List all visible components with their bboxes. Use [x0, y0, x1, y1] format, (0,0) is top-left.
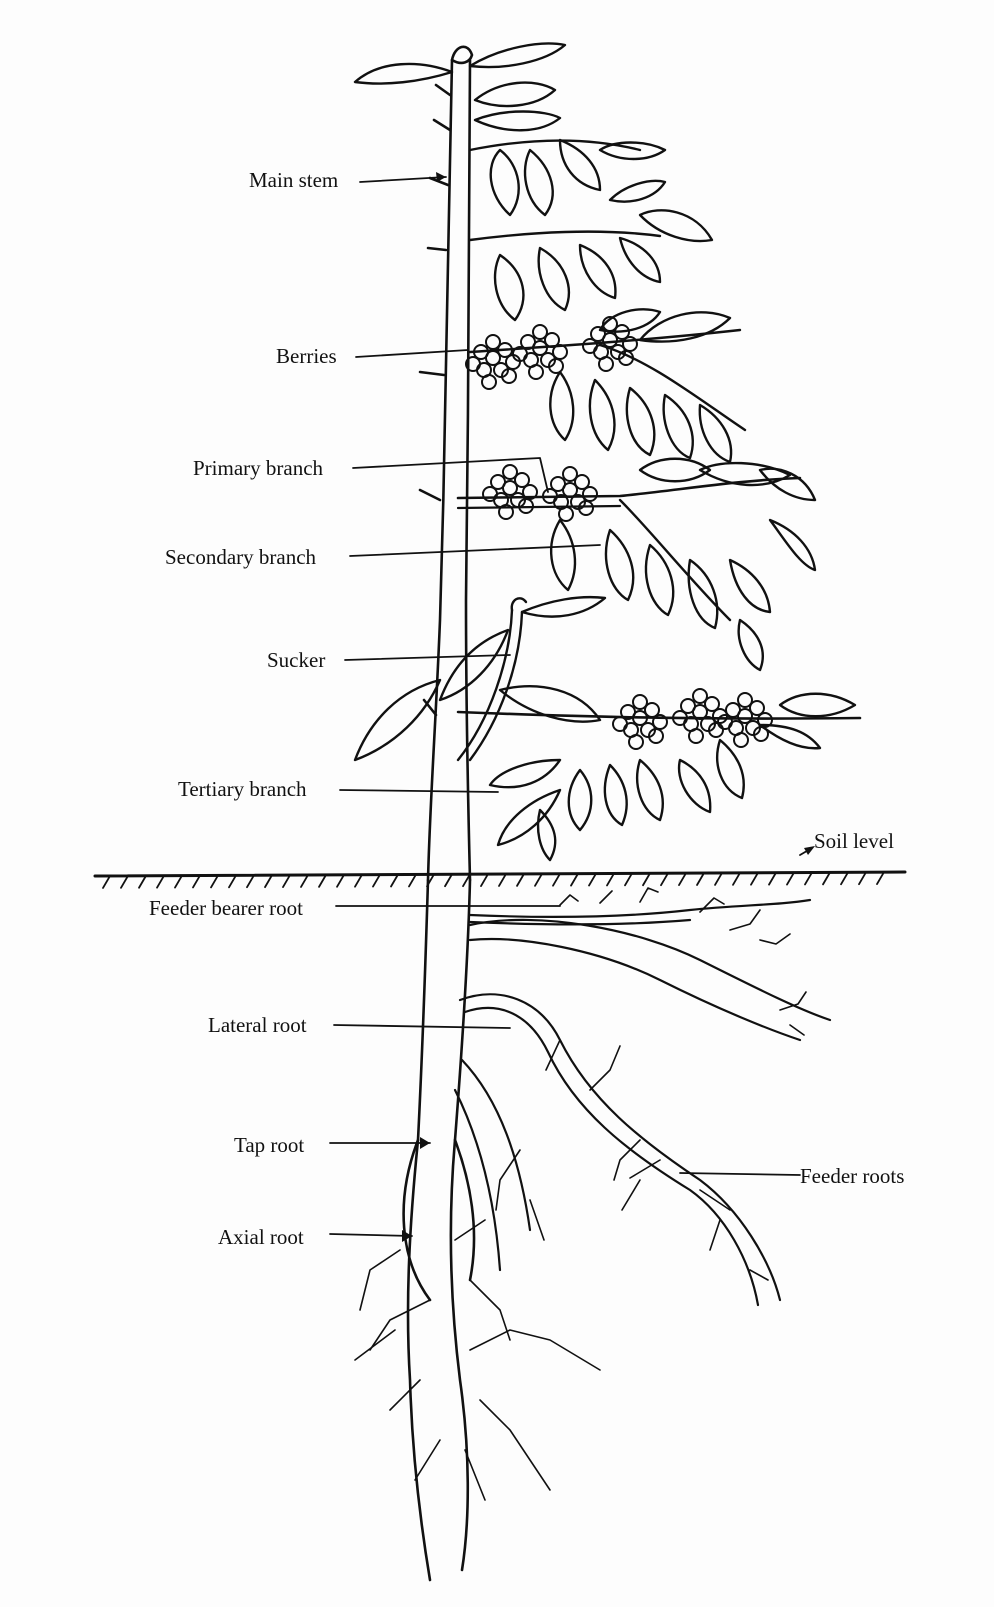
fine-root	[560, 888, 658, 905]
soil-hatch-mark	[553, 874, 560, 886]
top-foliage	[355, 44, 712, 320]
label-sucker: Sucker	[267, 650, 325, 671]
soil-hatch-mark	[877, 872, 884, 884]
berry	[633, 695, 647, 709]
berry	[553, 345, 567, 359]
soil-hatch-mark	[391, 875, 398, 887]
soil-hatch-mark	[193, 875, 200, 887]
berry	[693, 689, 707, 703]
berry	[482, 375, 496, 389]
fine-root	[496, 1150, 544, 1240]
soil-hatch-mark	[247, 875, 254, 887]
soil-hatch-mark	[499, 874, 506, 886]
berry-cluster	[613, 695, 667, 749]
soil-hatch-mark	[535, 874, 542, 886]
fine-root	[465, 1330, 600, 1500]
soil-hatch-mark	[643, 873, 650, 885]
berry	[503, 465, 517, 479]
label-soil-level: Soil level	[814, 831, 894, 852]
soil-hatch-mark	[283, 875, 290, 887]
lateral-roots	[455, 920, 830, 1305]
fine-root	[780, 992, 806, 1035]
soil-hatch-mark	[337, 875, 344, 887]
soil-hatch-mark	[715, 873, 722, 885]
fine-root	[546, 1040, 640, 1180]
soil-hatch-mark	[211, 875, 218, 887]
soil-hatch-mark	[355, 875, 362, 887]
upper-fruiting-branch	[470, 309, 745, 462]
soil-hatch-mark	[571, 874, 578, 886]
berry	[629, 735, 643, 749]
soil-hatch-mark	[859, 872, 866, 884]
berry	[738, 693, 752, 707]
label-tertiary-branch: Tertiary branch	[178, 779, 307, 800]
berry	[583, 487, 597, 501]
soil-line	[95, 872, 905, 888]
label-tap-root: Tap root	[234, 1135, 304, 1156]
fine-root	[370, 1300, 440, 1480]
label-primary-branch: Primary branch	[193, 458, 323, 479]
berry-cluster	[513, 325, 567, 379]
berry	[583, 339, 597, 353]
berry	[734, 733, 748, 747]
label-lateral-root: Lateral root	[208, 1015, 307, 1036]
berry-cluster	[673, 689, 727, 743]
soil-hatch-mark	[787, 873, 794, 885]
soil-hatch-mark	[139, 876, 146, 888]
label-main-stem: Main stem	[249, 170, 338, 191]
label-feeder-roots: Feeder roots	[800, 1166, 904, 1187]
fine-root	[455, 1220, 510, 1340]
berry	[486, 335, 500, 349]
berry-cluster	[466, 335, 520, 389]
soil-hatch-mark	[373, 875, 380, 887]
soil-hatch-mark	[589, 874, 596, 886]
middle-fruiting-branch	[458, 459, 815, 670]
soil-hatch-mark	[103, 876, 110, 888]
berry-clusters	[466, 317, 772, 749]
soil-hatch-mark	[301, 875, 308, 887]
soil-hatch-mark	[805, 872, 812, 884]
soil-hatch-mark	[733, 873, 740, 885]
soil-hatch-mark	[607, 873, 614, 885]
soil-hatch-mark	[679, 873, 686, 885]
fine-root	[355, 1250, 400, 1360]
berry	[563, 467, 577, 481]
berry	[613, 717, 627, 731]
soil-hatch-mark	[625, 873, 632, 885]
soil-hatch-mark	[157, 876, 164, 888]
berry	[529, 365, 543, 379]
soil-hatch-mark	[121, 876, 128, 888]
soil-hatch-mark	[751, 873, 758, 885]
berry-cluster	[483, 465, 537, 519]
soil-hatch-mark	[175, 876, 182, 888]
soil-hatch-mark	[229, 875, 236, 887]
berry	[559, 507, 573, 521]
label-secondary-branch: Secondary branch	[165, 547, 316, 568]
soil-hatch-mark	[265, 875, 272, 887]
soil-hatch-mark	[823, 872, 830, 884]
label-axial-root: Axial root	[218, 1227, 304, 1248]
label-feeder-bearer-root: Feeder bearer root	[149, 898, 303, 919]
tap-root	[404, 880, 474, 1580]
label-berries: Berries	[276, 346, 337, 367]
soil-hatch-mark	[769, 873, 776, 885]
berry-cluster	[543, 467, 597, 521]
fine-root	[700, 1190, 768, 1280]
soil-hatch-mark	[445, 874, 452, 886]
sucker-shoot	[355, 597, 605, 760]
berry	[689, 729, 703, 743]
soil-hatch-mark	[517, 874, 524, 886]
berry	[533, 325, 547, 339]
soil-hatch-mark	[481, 874, 488, 886]
berry	[599, 357, 613, 371]
soil-hatch-mark	[841, 872, 848, 884]
soil-hatch-mark	[409, 874, 416, 886]
soil-hatch-mark	[697, 873, 704, 885]
soil-hatch-mark	[661, 873, 668, 885]
soil-hatch-mark	[319, 875, 326, 887]
